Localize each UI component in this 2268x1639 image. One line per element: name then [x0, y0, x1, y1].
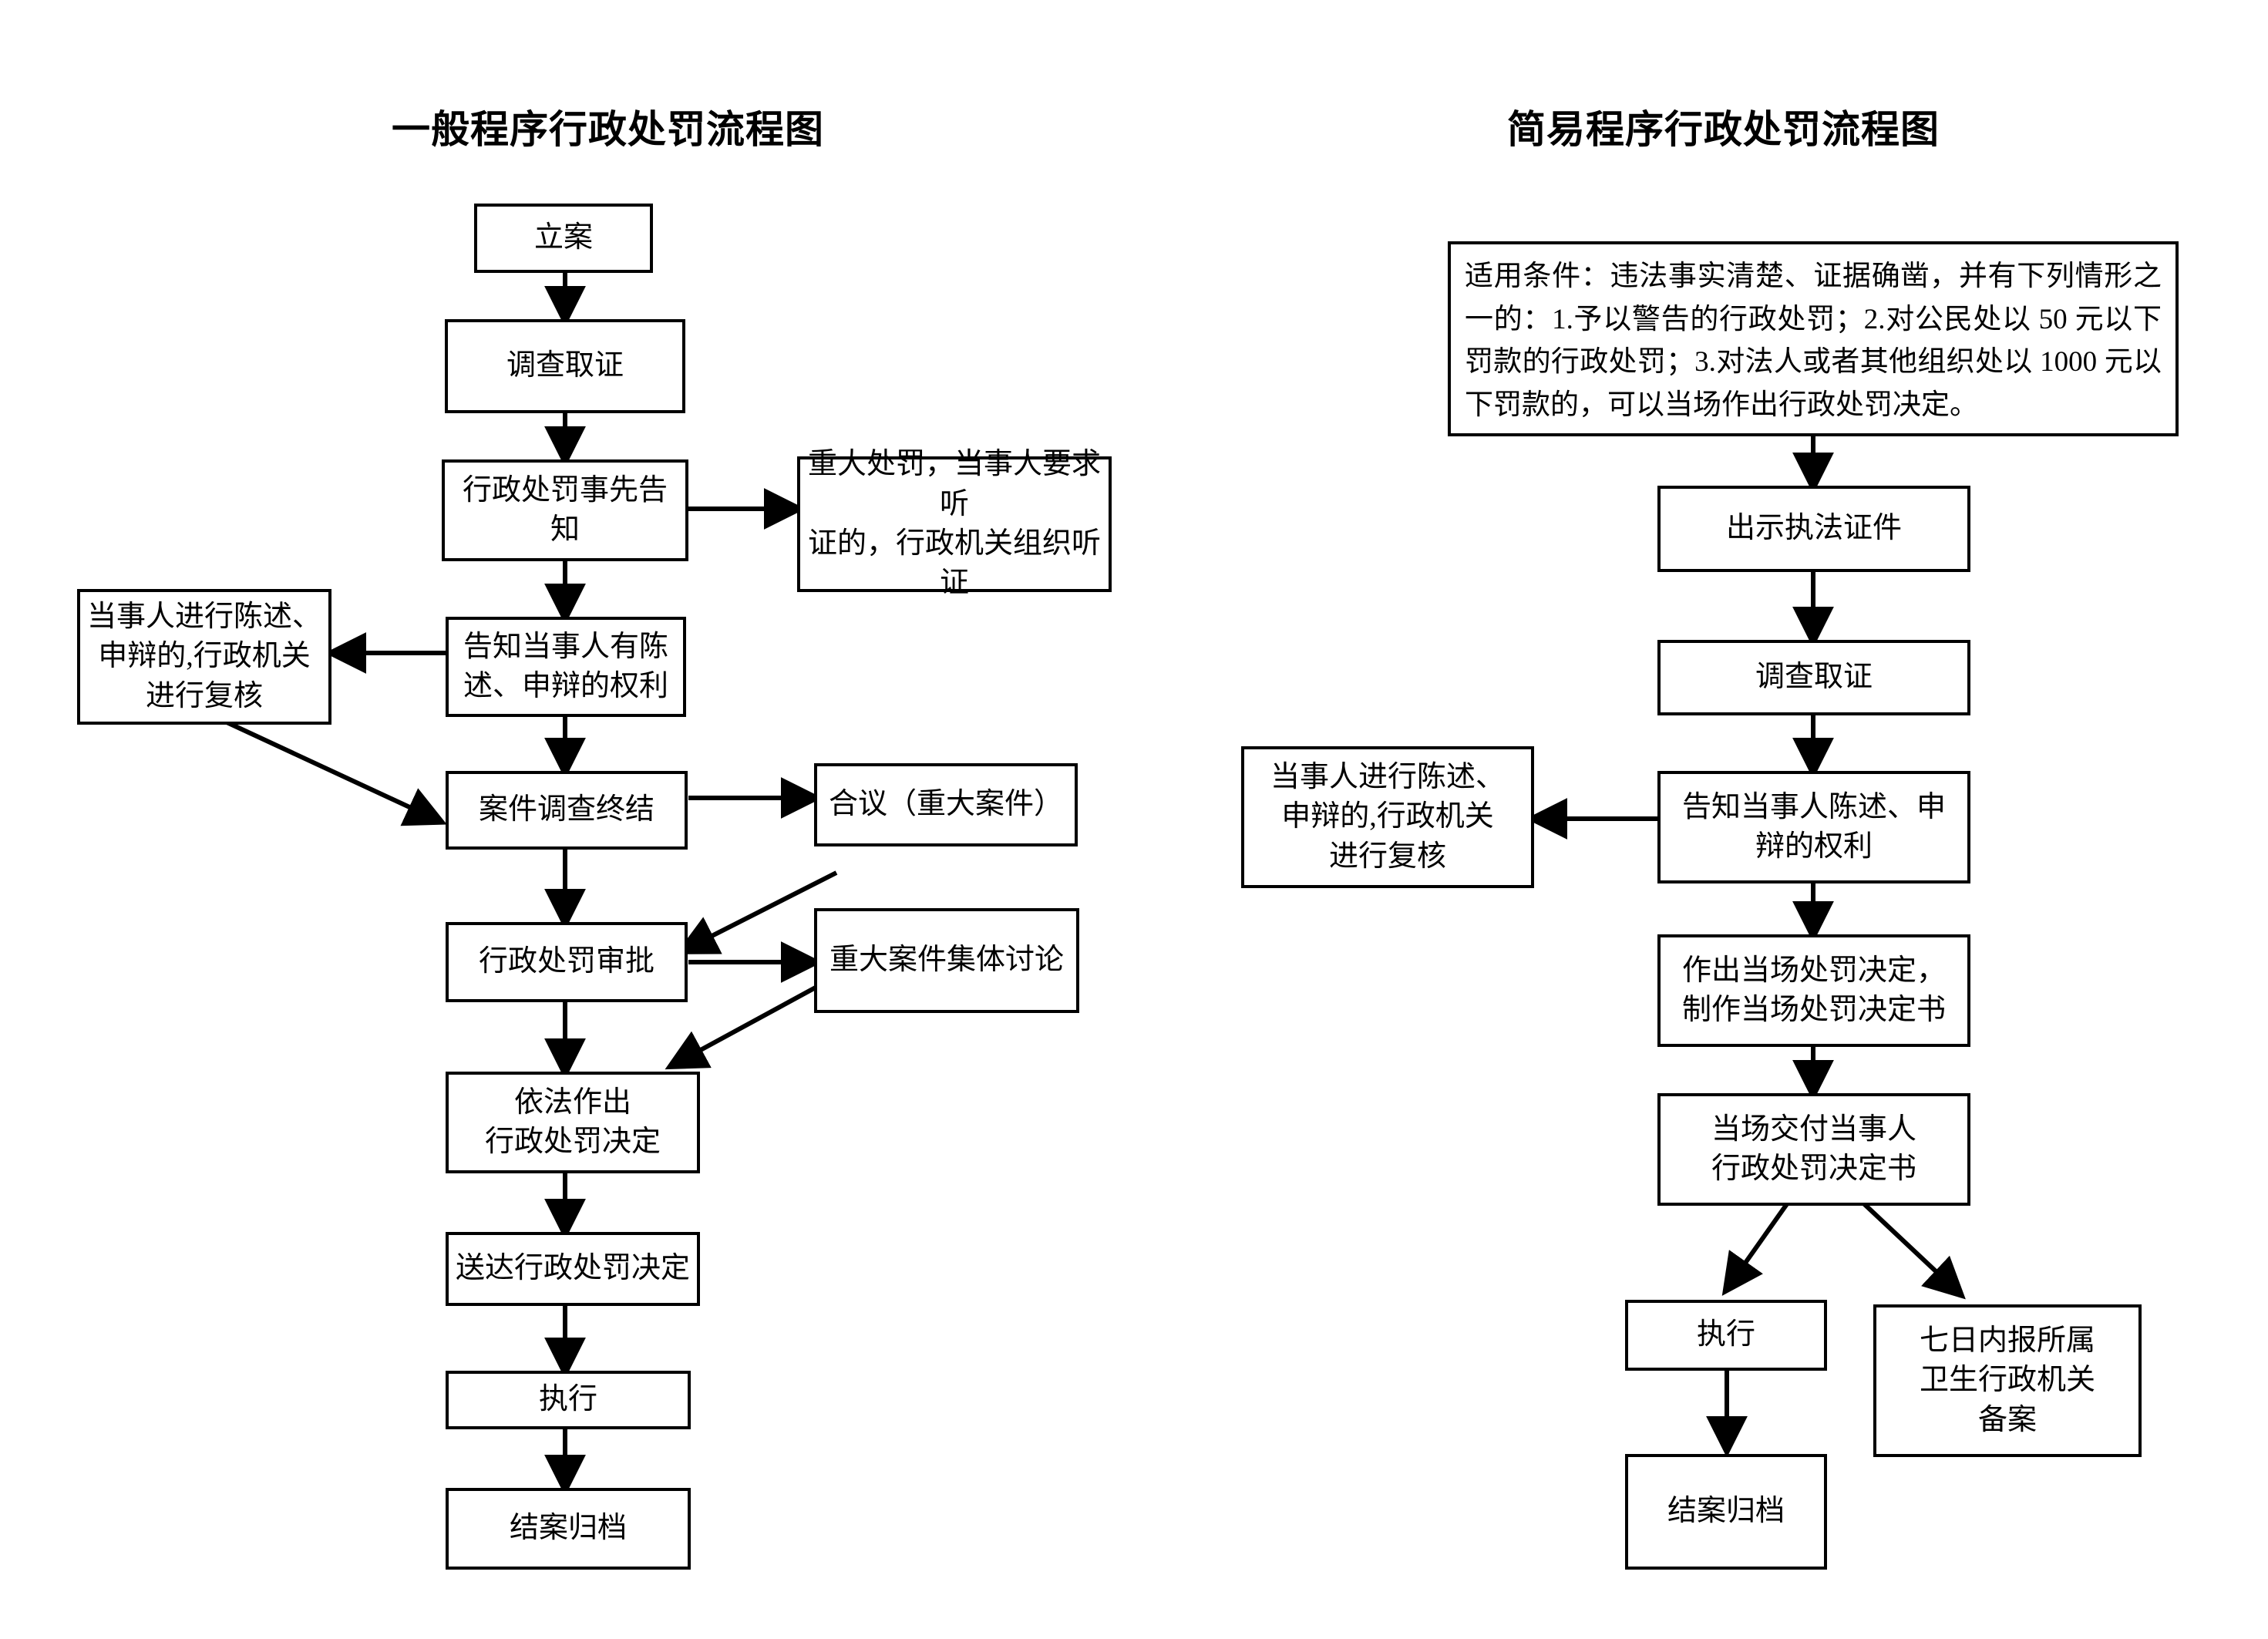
node-diaocha2-label: 调查取证: [1755, 661, 1873, 694]
node-yifa-label: 依法作出 行政处罚决定: [484, 1085, 661, 1158]
node-diaocha-label: 调查取证: [506, 349, 624, 382]
right-flow-title: 简易程序行政处罚流程图: [1507, 108, 1940, 151]
node-jiean2: 结案归档: [1625, 1454, 1827, 1570]
node-chushi-label: 出示执法证件: [1725, 512, 1902, 545]
node-shenpi: 行政处罚审批: [446, 922, 688, 1002]
node-fuhe2: 当事人进行陈述、 申辩的,行政机关 进行复核: [1241, 746, 1534, 888]
node-zhixing-label: 执行: [538, 1383, 597, 1416]
node-songda-label: 送达行政处罚决定: [455, 1252, 690, 1285]
node-zhixing2: 执行: [1625, 1300, 1827, 1371]
node-tingzheng: 重大处罚，当事人要求听 证的，行政机关组织听证: [797, 448, 1112, 599]
node-fuhe2-label: 当事人进行陈述、 申辩的,行政机关 进行复核: [1270, 761, 1505, 873]
node-liancn-label: 立案: [533, 221, 593, 254]
node-diaocha2: 调查取证: [1657, 640, 1970, 715]
node-shenpi-label: 行政处罚审批: [478, 945, 654, 978]
arrow-fuhe-to-zhongjie: [222, 719, 447, 826]
node-shixian-label: 行政处罚事先告知: [462, 473, 668, 546]
node-zhongjie: 案件调查终结: [446, 771, 688, 850]
node-shiyong-label: 适用条件：违法事实清楚、证据确凿，并有下列情形之一的：1.予以警告的行政处罚；2…: [1465, 261, 2162, 421]
node-qiri: 七日内报所属 卫生行政机关 备案: [1873, 1304, 2142, 1457]
arrow-jiaofu-to-qiri: [1857, 1197, 1966, 1300]
node-liancn: 立案: [474, 204, 653, 273]
node-gaozhi2: 告知当事人陈述、申 辩的权利: [1657, 771, 1970, 883]
node-zhixing: 执行: [446, 1371, 691, 1429]
node-zhixing2-label: 执行: [1696, 1318, 1755, 1351]
node-jiean2-label: 结案归档: [1667, 1495, 1785, 1528]
node-heyi: 合议（重大案件）: [814, 763, 1078, 846]
node-fuhe: 当事人进行陈述、 申辩的,行政机关 进行复核: [77, 589, 331, 725]
node-gaozhi2-label: 告知当事人陈述、申 辩的权利: [1681, 790, 1946, 863]
node-shixian: 行政处罚事先告知: [442, 459, 688, 561]
node-diaocha: 调查取证: [445, 319, 685, 413]
node-gaozhi-label: 告知当事人有陈 述、申辩的权利: [463, 630, 668, 702]
node-jitithaolun-label: 重大案件集体讨论: [829, 944, 1064, 977]
node-songda: 送达行政处罚决定: [446, 1232, 700, 1306]
node-chushi: 出示执法证件: [1657, 486, 1970, 572]
node-qiri-label: 七日内报所属 卫生行政机关 备案: [1919, 1324, 2095, 1436]
node-tingzheng-label: 重大处罚，当事人要求听 证的，行政机关组织听证: [807, 448, 1101, 600]
node-jiean: 结案归档: [446, 1488, 691, 1570]
node-heyi-label: 合议（重大案件）: [828, 788, 1063, 821]
node-fuhe-label: 当事人进行陈述、 申辩的,行政机关 进行复核: [86, 601, 321, 712]
node-jitithaolun: 重大案件集体讨论: [814, 908, 1079, 1013]
node-zuochu: 作出当场处罚决定， 制作当场处罚决定书: [1657, 934, 1970, 1047]
arrow-jiaofu-to-zhixing2: [1721, 1198, 1792, 1296]
node-gaozhi: 告知当事人有陈 述、申辩的权利: [446, 617, 686, 717]
node-zhongjie-label: 案件调查终结: [478, 793, 654, 826]
arrow-jitithaolun-to-yifa: [665, 977, 833, 1070]
node-jiaofu: 当场交付当事人 行政处罚决定书: [1657, 1093, 1970, 1206]
left-flow-title: 一般程序行政处罚流程图: [392, 108, 824, 151]
node-jiean-label: 结案归档: [509, 1512, 627, 1545]
node-yifa: 依法作出 行政处罚决定: [446, 1072, 700, 1173]
node-zuochu-label: 作出当场处罚决定， 制作当场处罚决定书: [1681, 954, 1946, 1026]
node-shiyong: 适用条件：违法事实清楚、证据确凿，并有下列情形之一的：1.予以警告的行政处罚；2…: [1448, 241, 2179, 436]
node-jiaofu-label: 当场交付当事人 行政处罚决定书: [1711, 1112, 1916, 1185]
